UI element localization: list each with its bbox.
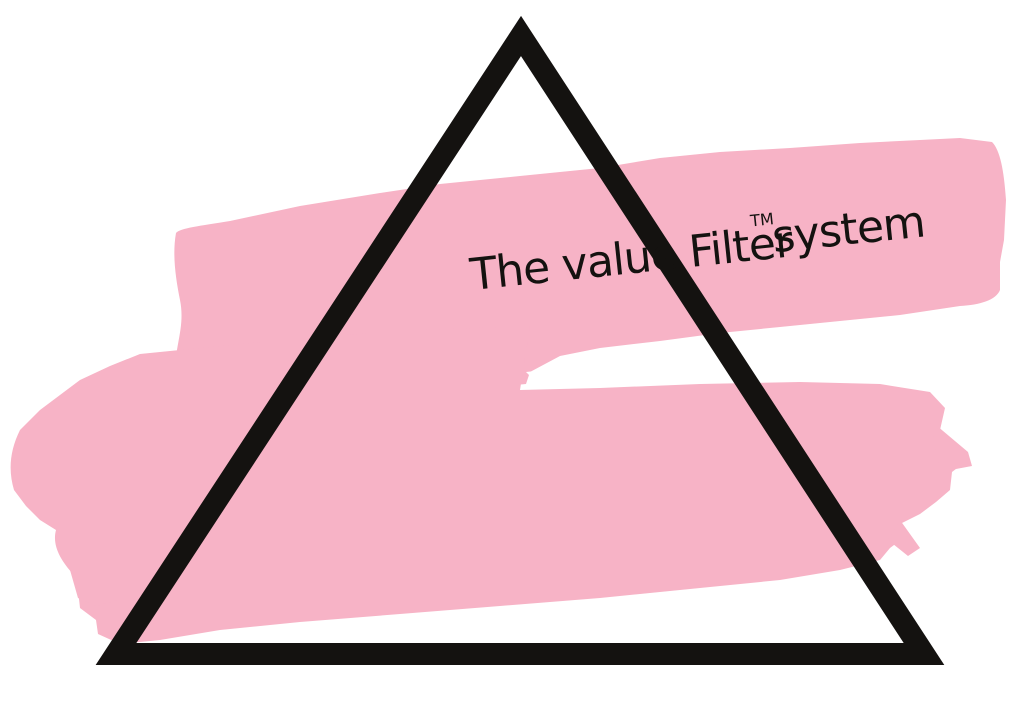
brush-ragged-edge-2 — [888, 520, 920, 556]
brush-gap-flick — [526, 358, 720, 386]
brush-ragged-edge — [930, 420, 972, 472]
brush-band-lower — [10, 326, 965, 644]
brush-ragged-edge-3 — [70, 570, 118, 606]
pink-brush-stroke — [10, 138, 1006, 644]
trademark-mark: TM — [748, 209, 774, 230]
triangle-outline — [95, 15, 945, 665]
